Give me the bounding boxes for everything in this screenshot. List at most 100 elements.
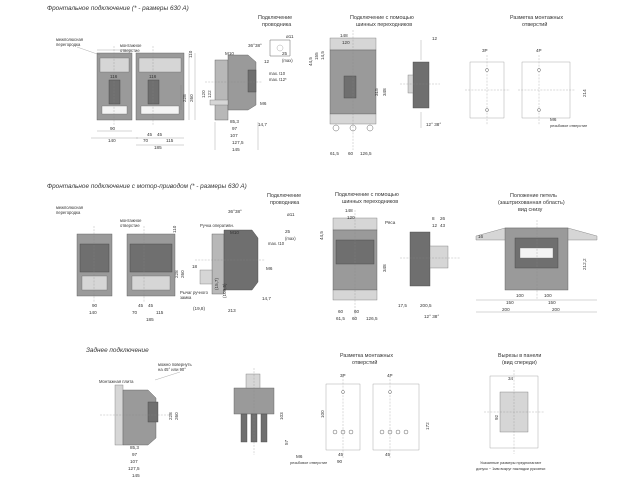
svg-text:57: 57 [284, 439, 289, 445]
caption-panel: Вырезы в панели [498, 353, 541, 359]
breaker-rear-side [100, 371, 181, 446]
section-title-front: Фронтальное подключение (* - размеры 630… [47, 4, 189, 12]
svg-text:18: 18 [192, 264, 198, 269]
svg-text:120: 120 [347, 215, 355, 220]
svg-text:45: 45 [385, 452, 391, 457]
svg-text:Рычаг ручного: Рычаг ручного [180, 290, 209, 295]
svg-text:14,5: 14,5 [320, 51, 325, 60]
svg-text:(15,7): (15,7) [214, 278, 219, 290]
svg-text:97: 97 [132, 452, 138, 457]
caption-mounting: Разметка монтажных [510, 15, 563, 21]
svg-text:120: 120 [201, 90, 206, 98]
breaker-motor-side [195, 229, 265, 295]
svg-text:45: 45 [138, 303, 144, 308]
svg-text:116: 116 [110, 74, 118, 79]
svg-text:M6: M6 [266, 266, 273, 271]
svg-text:348: 348 [382, 264, 387, 272]
svg-text:12° 38°: 12° 38° [424, 314, 439, 319]
svg-text:155: 155 [314, 52, 319, 60]
svg-text:200: 200 [552, 307, 560, 312]
svg-text:107: 107 [130, 459, 138, 464]
label-barrier: межполюсная [56, 37, 83, 42]
caption-conductor-2: проводника [262, 22, 291, 28]
svg-text:замка: замка [180, 295, 192, 300]
svg-text:(109,5): (109,5) [222, 283, 227, 298]
svg-text:36°38°: 36°38° [228, 209, 242, 214]
caption-conductor: Подключение [258, 15, 292, 21]
svg-text:70: 70 [132, 310, 138, 315]
svg-text:60: 60 [352, 316, 358, 321]
caption-busbar-2: шинных переходников [356, 22, 412, 28]
breaker-front-4p [135, 46, 185, 125]
svg-text:150: 150 [506, 300, 514, 305]
svg-text:97: 97 [232, 126, 238, 131]
rear-mounting-4p [372, 376, 420, 458]
svg-text:110: 110 [188, 50, 193, 58]
svg-text:60: 60 [348, 151, 354, 156]
section-title-rear: Заднее подключение [86, 346, 149, 354]
svg-text:61,5: 61,5 [336, 316, 345, 321]
svg-text:100: 100 [544, 293, 552, 298]
svg-text:148: 148 [340, 33, 348, 38]
svg-text:60: 60 [354, 309, 360, 314]
svg-text:140: 140 [108, 138, 116, 143]
caption-handle-3: вид снизу [518, 207, 543, 213]
svg-text:34: 34 [508, 376, 514, 381]
svg-text:61,5: 61,5 [330, 151, 339, 156]
svg-text:M6: M6 [260, 101, 267, 106]
label-mount-hole-2: отверстие [120, 48, 140, 53]
breaker-side-conductor [205, 39, 291, 150]
svg-text:85,3: 85,3 [130, 445, 139, 450]
label-barrier-2: перегородка [56, 42, 81, 47]
breaker-rear-bottom [233, 368, 275, 455]
svg-text:ø11: ø11 [287, 212, 295, 217]
note-tolerance: Указанные размеры предполагают [480, 461, 542, 465]
svg-text:25: 25 [282, 51, 288, 56]
svg-text:260: 260 [174, 412, 179, 420]
svg-text:212,2: 212,2 [582, 258, 587, 270]
caption-busbar: Подключение с помощью [350, 15, 414, 21]
mounting-pattern-3p [465, 55, 510, 125]
svg-text:M10: M10 [230, 230, 239, 235]
svg-text:45: 45 [157, 132, 163, 137]
svg-text:228: 228 [182, 94, 187, 102]
caption-handle-2: (заштрихованная область) [498, 200, 565, 206]
svg-text:214: 214 [582, 89, 587, 97]
svg-text:213: 213 [228, 308, 236, 313]
rear-mounting-3p [325, 376, 361, 458]
svg-text:12: 12 [264, 59, 270, 64]
svg-text:120: 120 [342, 40, 350, 45]
breaker-front-3p [96, 46, 133, 125]
breaker-motor-4p [126, 226, 176, 302]
svg-text:проводника: проводника [270, 200, 299, 206]
handle-bottom-view [475, 220, 598, 313]
svg-text:резьбовое отверстие: резьбовое отверстие [550, 124, 587, 128]
svg-text:145: 145 [232, 147, 240, 152]
svg-text:max. t10: max. t10 [269, 71, 286, 76]
svg-text:отверстий: отверстий [352, 359, 377, 366]
svg-text:200: 200 [502, 307, 510, 312]
svg-text:Ручка оперативн.: Ручка оперативн. [200, 223, 234, 228]
svg-text:92: 92 [494, 414, 499, 420]
svg-text:228: 228 [168, 412, 173, 420]
svg-text:115: 115 [156, 310, 164, 315]
svg-text:max. t12*: max. t12* [269, 77, 287, 82]
svg-text:монтажное: монтажное [120, 218, 142, 223]
svg-text:36°38°: 36°38° [248, 43, 262, 48]
svg-text:90: 90 [92, 303, 98, 308]
svg-text:45: 45 [338, 452, 344, 457]
svg-text:185: 185 [146, 317, 154, 322]
svg-text:60: 60 [338, 309, 344, 314]
svg-text:на 45° или 90°: на 45° или 90° [158, 367, 186, 372]
svg-text:260: 260 [180, 270, 185, 278]
svg-text:Подключение с помощью: Подключение с помощью [335, 192, 399, 198]
breaker-motor-3p [76, 226, 113, 302]
svg-text:M10: M10 [225, 51, 234, 56]
svg-text:8: 8 [432, 216, 435, 221]
svg-text:Подключение: Подключение [267, 193, 301, 199]
svg-text:90: 90 [337, 459, 343, 464]
svg-text:26: 26 [440, 216, 446, 221]
svg-text:ø11: ø11 [286, 34, 294, 39]
breaker-motor-busbar-side [400, 231, 460, 287]
svg-text:107: 107 [230, 133, 238, 138]
